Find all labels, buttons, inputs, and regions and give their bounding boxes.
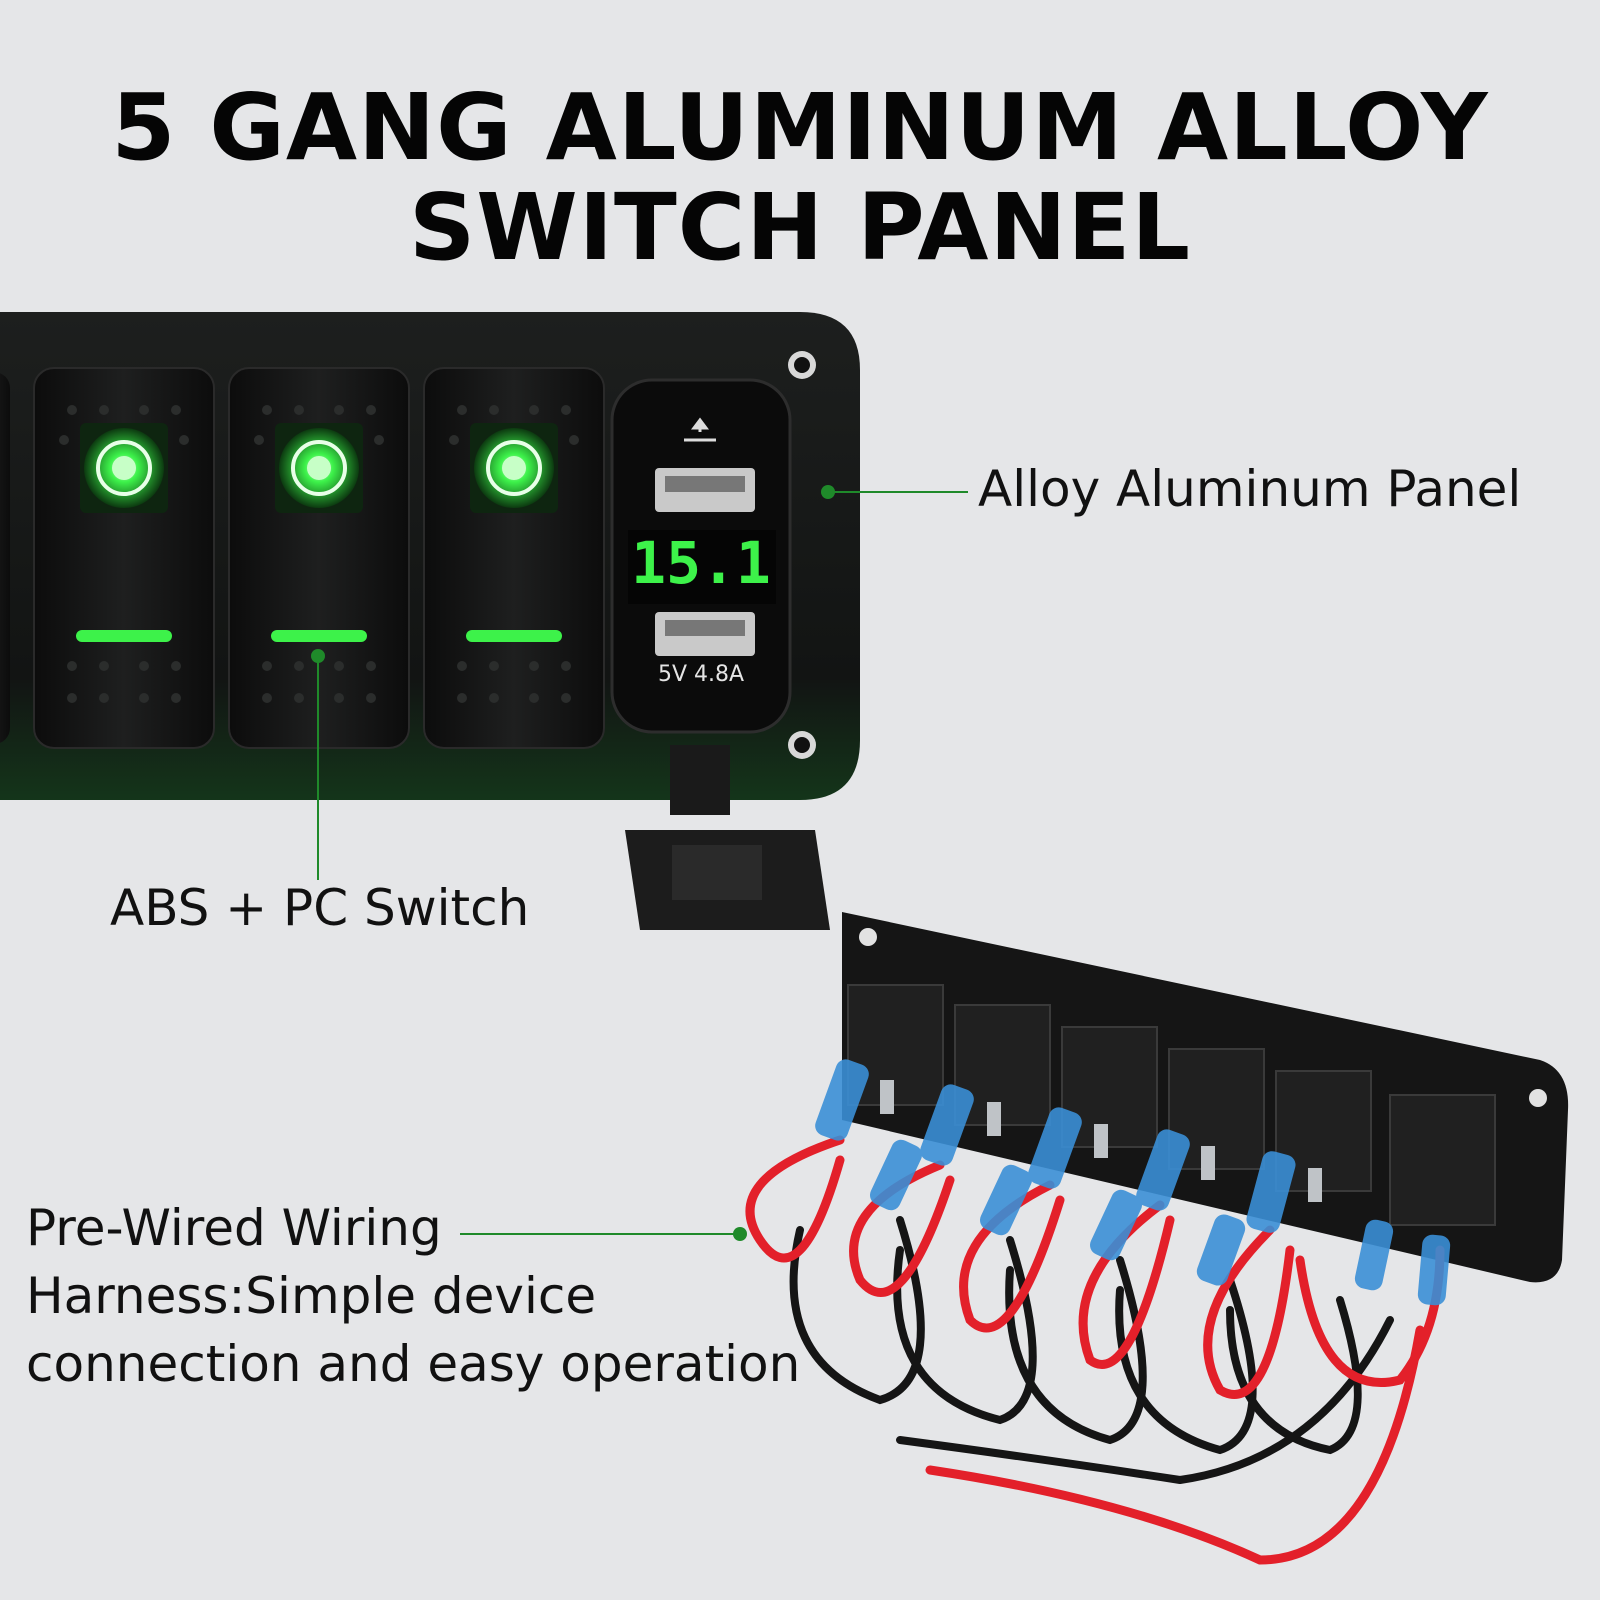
usb-rating-label: 5V 4.8A: [658, 662, 744, 687]
led-indicator-bar: [466, 630, 562, 642]
voltmeter-display: [628, 530, 776, 604]
rear-panel: [745, 912, 1569, 1565]
rocker-switch-2: [228, 367, 410, 749]
rocker-switch-partial: [0, 373, 10, 743]
callout-switch-line: [311, 649, 325, 880]
wiring-line-1: Pre-Wired Wiring: [26, 1199, 442, 1257]
title-line-2: SWITCH PANEL: [409, 174, 1191, 281]
usb-icon: [684, 417, 716, 442]
title-line-1: 5 GANG ALUMINUM ALLOY: [111, 74, 1489, 181]
rear-mount-hole-right: [1529, 1089, 1547, 1107]
callout-switch-label: ABS + PC Switch: [110, 879, 530, 937]
rocker-switch-3: [423, 367, 605, 749]
led-indicator-bar: [271, 630, 367, 642]
callout-wiring-label: Pre-Wired Wiring Harness:Simple device c…: [26, 1194, 800, 1398]
wiring-line-3: connection and easy operation: [26, 1335, 801, 1393]
voltage-readout: 15.1: [631, 529, 771, 597]
connector-terminals: [815, 1059, 1451, 1306]
rocker-switch-1: [33, 367, 215, 749]
usb-voltmeter-module: 15.1 5V 4.8A: [610, 378, 830, 930]
rear-mount-hole-left: [859, 928, 877, 946]
callout-wiring-line: [460, 1227, 747, 1241]
wiring-line-2: Harness:Simple device: [26, 1267, 597, 1325]
callout-panel-label: Alloy Aluminum Panel: [978, 460, 1522, 518]
page-title: 5 GANG ALUMINUM ALLOY SWITCH PANEL: [0, 78, 1600, 278]
led-indicator-bar: [76, 630, 172, 642]
front-panel: 15.1 5V 4.8A: [0, 312, 860, 930]
callout-panel-line: [821, 485, 968, 499]
